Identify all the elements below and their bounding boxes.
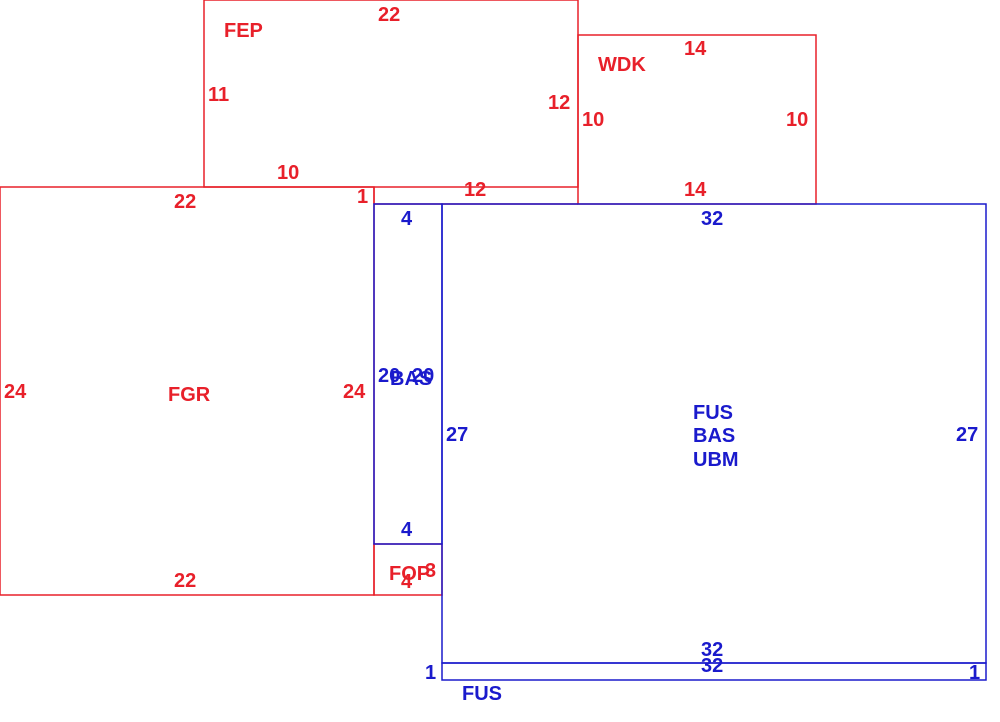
main-code-3: UBM — [693, 449, 739, 471]
fus-strip-code: FUS — [462, 683, 502, 705]
main-bottom-dim: 32 — [701, 639, 723, 661]
fep-top-dim: 22 — [378, 4, 400, 26]
main-left-dim: 27 — [446, 424, 468, 446]
wdk-code: WDK — [598, 54, 646, 76]
fep-bottom-left-dim: 10 — [277, 162, 299, 184]
fgr-left-dim: 24 — [4, 381, 27, 403]
bas-small-bottom-dim: 4 — [401, 519, 413, 541]
bas-small-code: BAS — [390, 368, 432, 390]
bas-small-top-dim: 4 — [401, 208, 413, 230]
fus-strip-top-dim: 32 — [701, 655, 723, 677]
main-right-dim: 27 — [956, 424, 978, 446]
fgr-bottom-dim: 22 — [174, 570, 196, 592]
wdk-bottom-dim: 14 — [684, 179, 707, 201]
fus-strip-rectangle — [441, 662, 987, 681]
fep-left-dim: 11 — [208, 84, 229, 106]
fgr-top-dim: 22 — [174, 191, 196, 213]
fgr-corner-dim: 1 — [357, 186, 368, 208]
fep-bottom-right-dim: 12 — [464, 179, 486, 201]
main-code-2: BAS — [693, 425, 735, 447]
fop-bottom-dim: 4 — [401, 571, 413, 593]
main-code-1: FUS — [693, 402, 733, 424]
fep-right-dim: 12 — [548, 92, 570, 114]
wdk-right-dim: 10 — [786, 109, 808, 131]
wdk-top-dim: 14 — [684, 38, 707, 60]
fop-code: FOP — [389, 563, 430, 585]
wdk-left-dim: 10 — [582, 109, 604, 131]
fus-strip-right-dim: 1 — [969, 662, 980, 684]
fop-side-dim: 3 — [425, 560, 436, 582]
main-top-dim: 32 — [701, 208, 723, 230]
fus-strip-left-dim: 1 — [425, 662, 436, 684]
fgr-right-dim: 24 — [343, 381, 366, 403]
fgr-code: FGR — [168, 384, 211, 406]
fep-code: FEP — [224, 20, 263, 42]
bas-small-side-right-dim: 20 — [412, 365, 434, 387]
bas-small-side-left-dim: 20 — [378, 365, 400, 387]
